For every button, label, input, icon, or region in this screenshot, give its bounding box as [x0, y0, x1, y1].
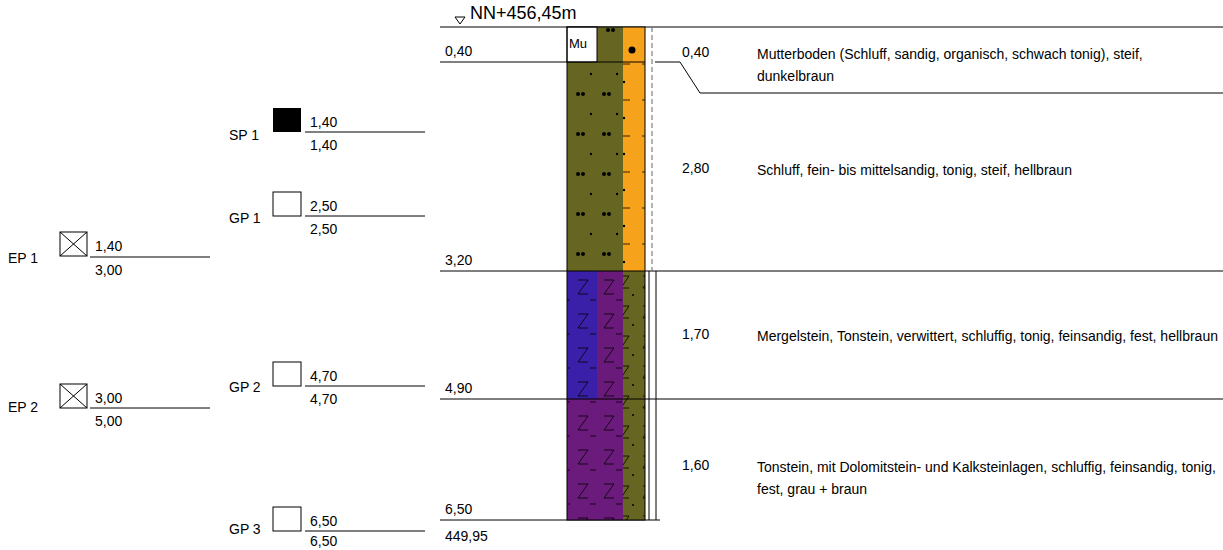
sample-depth: 6,50 [310, 512, 337, 530]
sample-depth: 1,40 [310, 136, 337, 154]
sample-depth: 1,40 [310, 113, 337, 131]
depth-label: 6,50 [445, 500, 472, 518]
sample-name: GP 3 [229, 520, 261, 538]
soil-symbol: Mu [569, 35, 587, 53]
thickness-label: 2,80 [682, 159, 709, 177]
depth-label: 3,20 [445, 251, 472, 269]
sample-depth: 3,00 [95, 261, 122, 279]
sample-depth: 2,50 [310, 197, 337, 215]
sample-name: EP 2 [8, 398, 38, 416]
layer-description: Tonstein, mit Dolomitstein- und Kalkstei… [757, 456, 1219, 500]
elevation-label: 449,95 [445, 527, 488, 545]
sample-depth: 3,00 [95, 389, 122, 407]
thickness-label: 1,60 [682, 456, 709, 474]
sample-depth: 5,00 [95, 412, 122, 430]
depth-label: 4,90 [445, 379, 472, 397]
sample-name: EP 1 [8, 249, 38, 267]
depth-label: 0,40 [445, 42, 472, 60]
sample-depth: 1,40 [95, 237, 122, 255]
layer-description: Schluff, fein- bis mittelsandig, tonig, … [757, 159, 1219, 181]
thickness-label: 1,70 [682, 325, 709, 343]
elevation-label: NN+456,45m [470, 2, 577, 24]
sample-depth: 6,50 [310, 532, 337, 550]
sample-depth: 4,70 [310, 367, 337, 385]
layer-description: Mergelstein, Tonstein, verwittert, schlu… [757, 325, 1219, 347]
thickness-label: 0,40 [682, 43, 709, 61]
layer-description: Mutterboden (Schluff, sandig, organisch,… [757, 43, 1219, 87]
sample-name: SP 1 [229, 126, 259, 144]
sample-name: GP 2 [229, 378, 261, 396]
sample-name: GP 1 [229, 209, 261, 227]
sample-depth: 2,50 [310, 220, 337, 238]
sample-depth: 4,70 [310, 390, 337, 408]
